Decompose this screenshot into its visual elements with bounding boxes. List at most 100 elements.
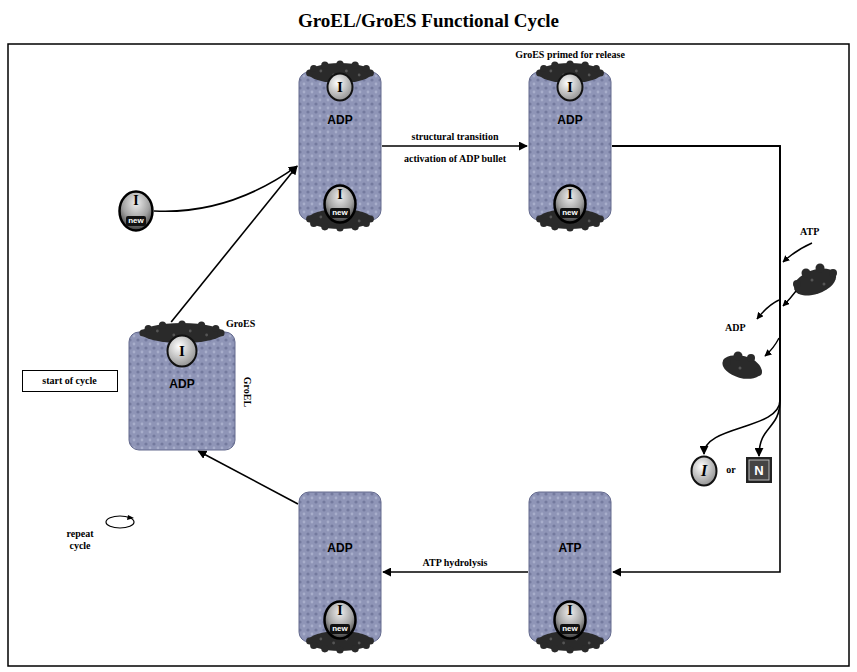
groes-bump — [540, 65, 547, 72]
cycle-arrow — [382, 145, 527, 147]
cycle-arrow — [383, 571, 528, 573]
groes-bump — [816, 264, 825, 273]
new-substrate-circle: Inew — [323, 184, 357, 224]
groes-texture — [156, 330, 159, 333]
groes-bump — [321, 645, 328, 652]
released-substrate: I — [690, 455, 718, 487]
groes-texture — [549, 70, 552, 73]
groes-bump — [802, 269, 811, 278]
connector-word: or — [726, 464, 735, 476]
substrate-letter: I — [133, 193, 138, 209]
native-inner — [749, 460, 769, 480]
groes-bump — [310, 642, 317, 649]
groes-texture — [575, 70, 578, 73]
groes-texture — [588, 642, 591, 645]
groes-texture — [823, 283, 826, 286]
substrate-letter: I — [567, 187, 572, 203]
edge-label: structural transition — [410, 131, 501, 143]
groes-texture — [549, 216, 552, 219]
substrate-circle: I — [166, 334, 198, 368]
native-letter: N — [754, 463, 763, 478]
groes-bump — [566, 646, 573, 653]
groes-bump — [551, 645, 558, 652]
substrate-outline — [325, 602, 356, 639]
substrate-outline — [168, 336, 197, 367]
substrate-letter: new — [560, 624, 580, 634]
groes-bump — [336, 224, 343, 231]
groes-bump — [551, 62, 558, 69]
new-substrate-circle: Inew — [553, 184, 587, 224]
groes-texture — [205, 334, 208, 337]
diagram-title: GroEL/GroES Functional Cycle — [0, 10, 857, 32]
groes-bump — [321, 62, 328, 69]
native-protein-square: N — [746, 457, 772, 483]
groes-texture — [588, 74, 591, 77]
part-label: GroES — [226, 318, 255, 330]
cycle-arrow — [612, 146, 780, 572]
edge-label: ATP hydrolysis — [421, 557, 490, 569]
groes-texture — [562, 642, 565, 645]
groes-bump — [310, 65, 317, 72]
groes-bump — [793, 280, 801, 288]
groes-bump — [566, 224, 573, 231]
substrate-letter: new — [126, 216, 146, 226]
groel-barrel — [299, 492, 381, 642]
groes-bump — [310, 220, 317, 227]
output-arrow — [765, 338, 779, 356]
state-label: GroES primed for release — [515, 49, 625, 61]
groes-bump — [582, 62, 589, 69]
groes-bump — [723, 358, 731, 366]
groes-bump — [734, 352, 743, 361]
new-substrate-circle: Inew — [323, 600, 357, 640]
substrate-letter: I — [567, 79, 573, 96]
groes-texture — [319, 70, 322, 73]
substrate-outline — [558, 74, 583, 101]
groes-bump — [321, 223, 328, 230]
groes-bump — [367, 637, 374, 644]
output-label: ADP — [725, 322, 746, 334]
nucleotide-label: ADP — [169, 377, 194, 391]
chaperonin-complex: ADP I — [128, 322, 236, 450]
chaperonin-complex: ADPIInew — [298, 62, 382, 230]
step-label: activation of ADP bullet — [404, 153, 506, 165]
groes-bump — [597, 215, 604, 222]
new-substrate-circle: Inew — [553, 600, 587, 640]
groel-barrel — [529, 492, 611, 642]
groes-bump — [747, 354, 755, 362]
groes-bump — [754, 368, 762, 376]
groes-texture — [319, 638, 322, 641]
substrate-letter: I — [567, 603, 572, 619]
groes-bump — [145, 325, 152, 332]
repeat-icon — [106, 516, 134, 528]
cycle-arrow — [612, 146, 780, 454]
substrate-circle: I — [556, 72, 584, 102]
groes-bump — [352, 223, 359, 230]
substrate-circle: I — [326, 72, 354, 102]
chaperonin-complex: ADP Inew — [298, 492, 382, 652]
substrate-letter: new — [560, 208, 580, 218]
groes-bump — [566, 60, 573, 67]
substrate-outline — [555, 602, 586, 639]
input-arrow — [783, 243, 812, 262]
groes-bump — [582, 223, 589, 230]
substrate-letter: new — [330, 208, 350, 218]
groel-barrel — [129, 332, 235, 450]
nucleotide-label: ATP — [558, 541, 581, 555]
groes-bump — [198, 322, 205, 329]
released-groes — [720, 351, 764, 383]
start-box: start of cycle — [22, 370, 118, 392]
groes-bump — [336, 60, 343, 67]
groes-texture — [739, 367, 742, 370]
substrate-letter: I — [337, 187, 342, 203]
free-groes — [790, 263, 840, 301]
substrate-outline — [120, 192, 153, 231]
substrate-letter: I — [701, 462, 707, 480]
nucleotide-label: ADP — [327, 541, 352, 555]
cycle-arrow — [154, 166, 297, 211]
new-substrate-circle: Inew — [118, 190, 154, 232]
groes-bump — [597, 69, 604, 76]
groes-bump — [336, 646, 343, 653]
groes-bump — [829, 269, 837, 277]
